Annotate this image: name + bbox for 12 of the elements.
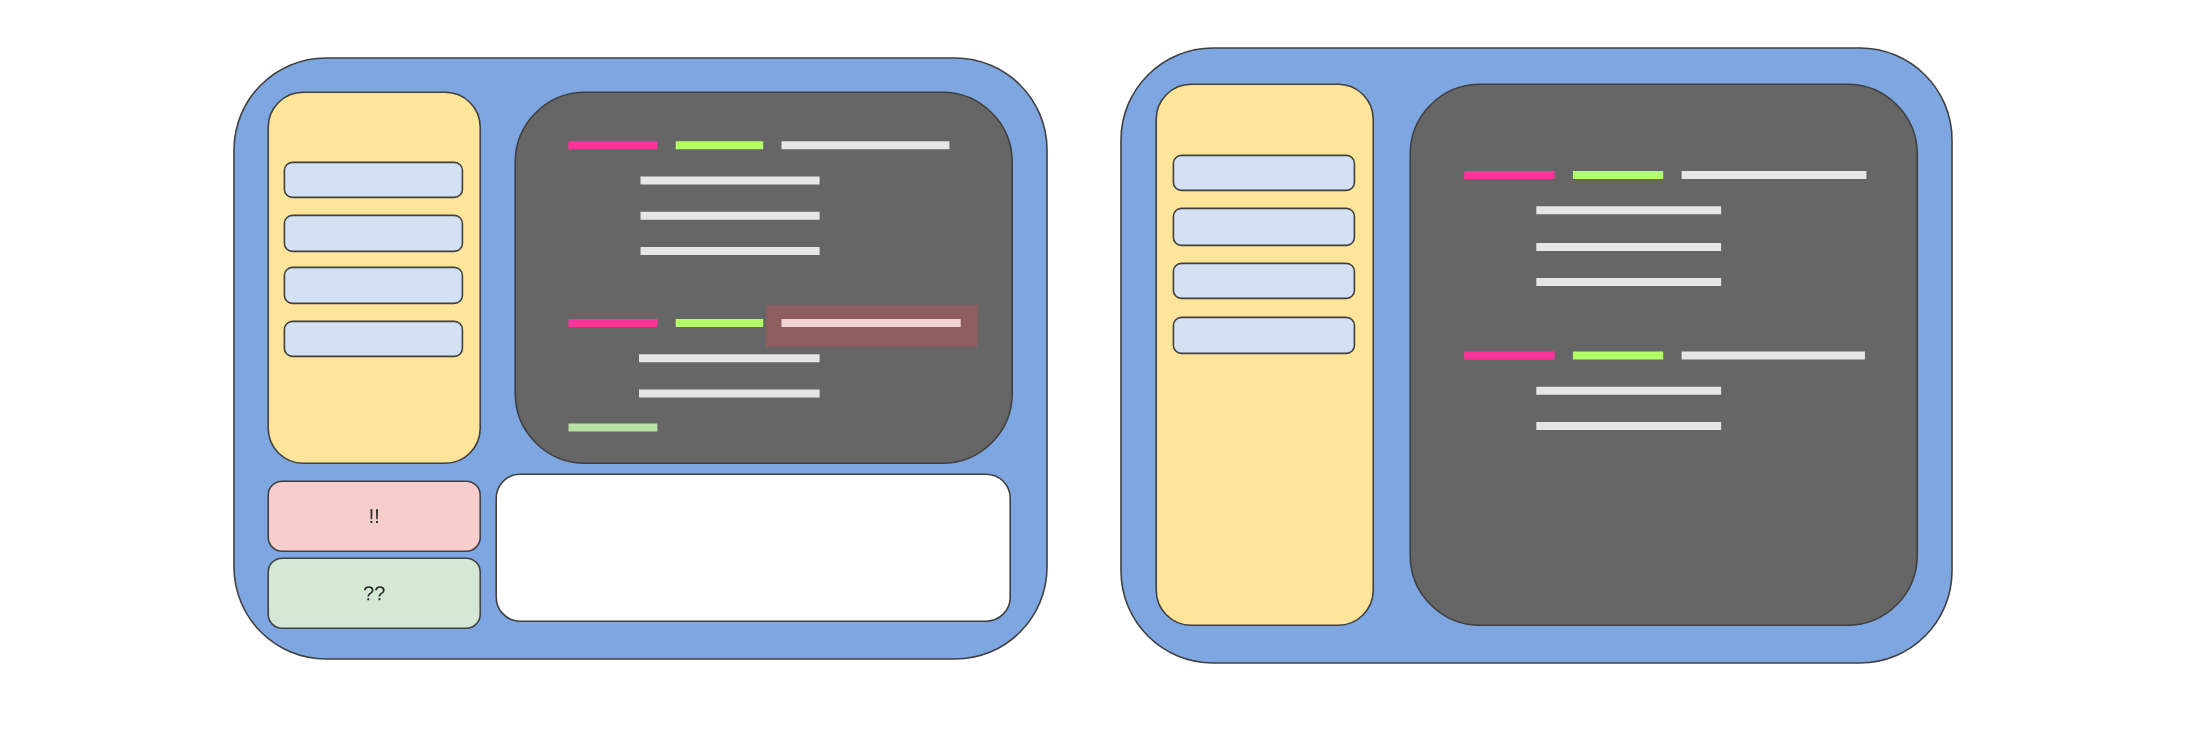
menu-item — [1172, 262, 1356, 300]
menu-item — [283, 266, 464, 305]
menu-item — [1172, 207, 1356, 247]
menu-item — [283, 161, 464, 199]
blank-panel — [495, 473, 1011, 622]
menu-item — [283, 320, 464, 358]
code-editor-panel — [1409, 83, 1918, 626]
warning-box: !! — [267, 480, 482, 552]
menu-item — [1172, 154, 1356, 192]
question-box: ?? — [267, 557, 482, 629]
menu-item — [283, 214, 464, 253]
menu-item — [1172, 316, 1356, 355]
